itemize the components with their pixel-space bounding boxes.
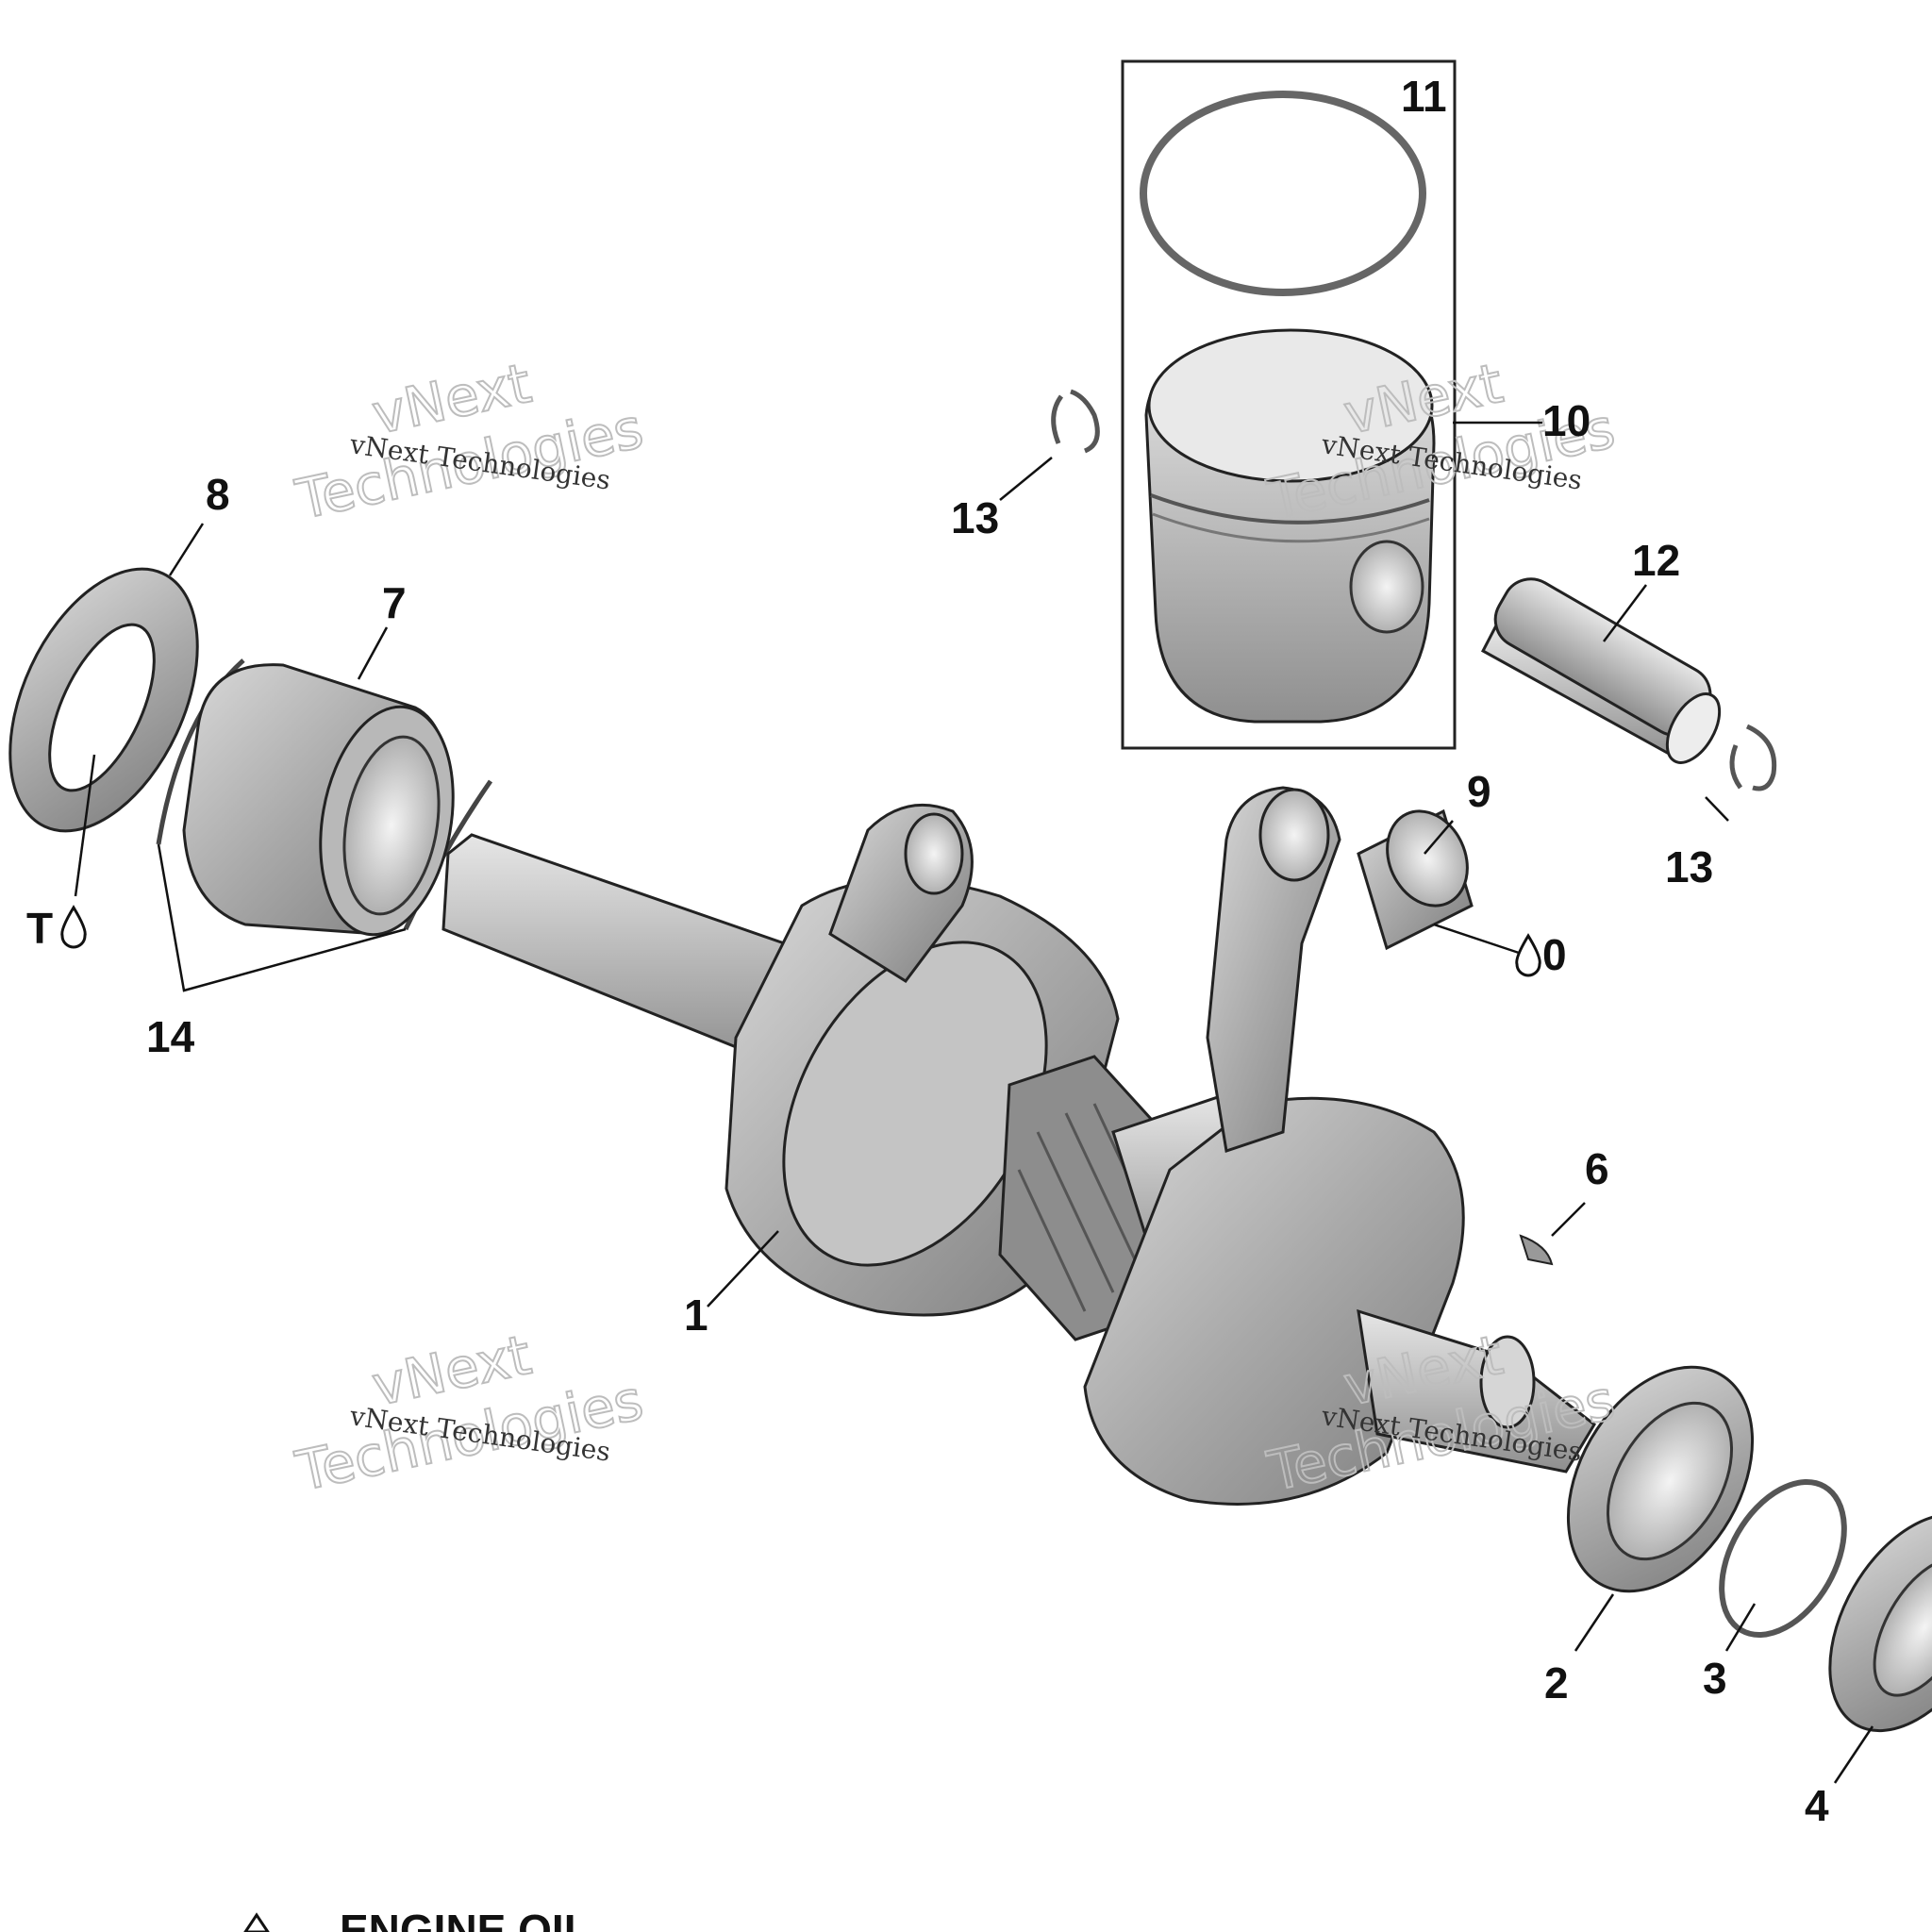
callout-6: 6 <box>1585 1144 1609 1193</box>
ball-bearing <box>1828 1512 1932 1733</box>
callout-8: 8 <box>206 470 230 519</box>
callout-3: 3 <box>1703 1654 1727 1703</box>
thread-lock-mark: T <box>26 904 87 953</box>
main-bearing-right <box>1566 1365 1755 1593</box>
piston-pin <box>1480 577 1722 764</box>
callout-2: 2 <box>1544 1658 1569 1707</box>
callout-10: 10 <box>1542 396 1591 445</box>
callout-13-upper: 13 <box>951 493 999 542</box>
callout-13-lower: 13 <box>1665 842 1713 891</box>
circlip-upper <box>1070 389 1100 454</box>
callout-9: 9 <box>1467 767 1491 816</box>
callout-7: 7 <box>382 578 407 627</box>
oil-seal <box>8 567 199 833</box>
droplet-icon <box>1515 933 1541 977</box>
thread-lock-letter: T <box>26 904 53 953</box>
legend-engine-oil: ENGINE OIL <box>340 1906 591 1932</box>
watermark-top-left: vNext Technologies vNext Technologies <box>290 350 650 533</box>
callout-14: 14 <box>146 1012 195 1061</box>
piston-kit-box <box>1121 59 1457 750</box>
piston-ring <box>1140 91 1426 296</box>
callout-11: 11 <box>1401 72 1447 121</box>
main-bearing-left <box>182 663 455 937</box>
engine-oil-mark: 0 <box>1515 930 1567 979</box>
watermark-bottom-left: vNext Technologies vNext Technologies <box>290 1322 650 1505</box>
callout-1: 1 <box>684 1291 708 1340</box>
engine-oil-letter: 0 <box>1542 930 1567 979</box>
crankshaft <box>441 786 1596 1506</box>
legend: ENGINE OIL <box>243 1906 591 1932</box>
callout-4: 4 <box>1805 1781 1829 1830</box>
woodruff-key <box>1519 1234 1554 1266</box>
needle-bearing <box>1357 808 1474 951</box>
retaining-ring-3 <box>1719 1478 1847 1639</box>
circlip-lower <box>1745 724 1777 791</box>
droplet-icon <box>243 1912 270 1932</box>
leader-lines <box>74 421 1874 1784</box>
droplet-icon <box>60 905 87 949</box>
callout-12: 12 <box>1632 536 1680 585</box>
piston <box>1144 328 1436 724</box>
